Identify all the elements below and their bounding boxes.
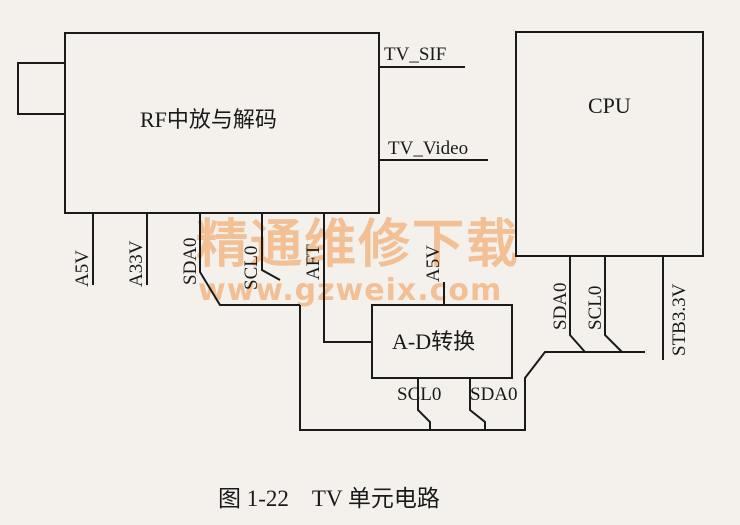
antenna-input [17, 62, 66, 115]
cpu-sda0-pin-label: SDA0 [550, 282, 571, 330]
figure-caption: 图 1-22 TV 单元电路 [218, 486, 440, 511]
stb33v-pin-label: STB3.3V [669, 283, 690, 356]
ad-scl0-label: SCL0 [397, 384, 441, 405]
watermark-url: www.gzweix.com [198, 273, 502, 308]
watermark-text: 精通维修下载 [196, 215, 520, 275]
tv-sif-label: TV_SIF [384, 44, 446, 65]
cpu-title: CPU [588, 93, 631, 118]
rf-sda0-pin-label: SDA0 [180, 237, 201, 285]
ad-sda0-label: SDA0 [470, 384, 518, 405]
tv-video-label: TV_Video [388, 138, 468, 159]
ad-a5v-pin-label: A5V [423, 245, 444, 282]
rf-decoder-block [64, 32, 380, 214]
a5v-pin-label: A5V [72, 250, 93, 287]
aft-pin-label: AFT [303, 244, 324, 280]
rf-scl0-pin-label: SCL0 [241, 246, 262, 290]
cpu-scl0-pin-label: SCL0 [585, 286, 606, 330]
a33v-pin-label: A33V [126, 240, 147, 287]
cpu-block [515, 31, 704, 257]
rf-decoder-title: RF中放与解码 [140, 107, 277, 132]
ad-converter-title: A-D转换 [392, 329, 475, 354]
